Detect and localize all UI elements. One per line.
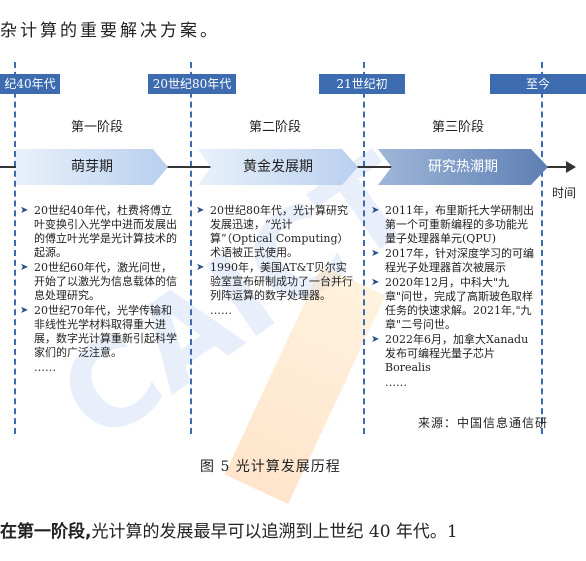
arrow-bullet-icon: ➤ [20, 305, 29, 316]
arrow-bullet-icon: ➤ [196, 262, 205, 273]
axis-arrow-icon [566, 161, 576, 173]
era-label: 纪40年代 [0, 74, 60, 94]
arrow-bullet-icon: ➤ [371, 334, 380, 345]
list-item: ➤20世纪60年代，激光问世，开始了以激光为信息载体的信息处理研究。 [20, 261, 177, 302]
paragraph-lead: 在第一阶段, [0, 522, 92, 542]
phase-chevron: 黄金发展期 [198, 149, 358, 185]
era-label: 至今 [490, 74, 586, 94]
stage-title: 第一阶段 [70, 120, 123, 135]
phase-bullet-list: ➤2011年，布里斯托大学研制出第一个可重新编程的多功能光量子处理器单元(QPU… [371, 204, 535, 391]
list-item: ➤20世纪80年代，光计算研究发展迅速，“光计算”（Optical Comput… [196, 204, 349, 259]
era-guide-line [190, 62, 192, 434]
list-item: ➤20世纪40年代，杜费将傅立叶变换引入光学中进而发展出的傅立叶光学是光计算技术… [20, 204, 177, 259]
paragraph-text: 光计算的发展最早可以追溯到上世纪 40 年代。1 [91, 522, 458, 542]
stage-title: 第三阶段 [431, 120, 484, 135]
arrow-bullet-icon: ➤ [20, 205, 29, 216]
list-item: ➤2022年6月，加拿大Xanadu发布可编程光量子芯片Borealis [371, 333, 529, 374]
era-guide-line [14, 62, 16, 434]
phase-label: 研究热潮期 [428, 159, 498, 175]
intro-text: 杂计算的重要解决方案。 [0, 21, 220, 41]
phase-label: 黄金发展期 [243, 159, 313, 175]
era-label: 20世纪80年代 [148, 74, 236, 94]
list-item: ➤20世纪70年代，光学传输和非线性光学材料取得重大进展，数字光计算重新引起科学… [20, 304, 177, 359]
phase-chevron: 萌芽期 [16, 149, 168, 185]
body-paragraph: 在第一阶段,光计算的发展最早可以追溯到上世纪 40 年代。1 [0, 517, 458, 542]
ellipsis: …… [210, 304, 232, 317]
arrow-bullet-icon: ➤ [196, 205, 205, 216]
list-item: ➤1990年，美国AT&T贝尔实验室宣布研制成功了一台并行列阵运算的数字处理器。 [196, 261, 353, 302]
arrow-bullet-icon: ➤ [371, 248, 380, 259]
era-label: 21世纪初 [319, 74, 405, 94]
arrow-bullet-icon: ➤ [371, 205, 380, 216]
arrow-bullet-icon: ➤ [20, 262, 29, 273]
era-guide-line [363, 62, 365, 434]
phase-bullet-list: ➤20世纪40年代，杜费将傅立叶变换引入光学中进而发展出的傅立叶光学是光计算技术… [20, 204, 178, 376]
list-item: ➤2011年，布里斯托大学研制出第一个可重新编程的多功能光量子处理器单元(QPU… [371, 204, 534, 245]
arrow-bullet-icon: ➤ [371, 277, 380, 288]
ellipsis: …… [385, 376, 407, 389]
figure-source: 来源：中国信息通信研 [418, 416, 549, 430]
figure-caption: 图 5 光计算发展历程 [200, 459, 341, 475]
axis-label: 时间 [552, 186, 577, 200]
list-item: ➤2017年，针对深度学习的可编程光子处理器首次被展示 [371, 247, 534, 274]
stage-title: 第二阶段 [248, 120, 301, 135]
phase-label: 萌芽期 [71, 159, 113, 175]
list-item: ➤2020年12月，中科大"九章"问世，完成了高斯玻色取样任务的快速求解。202… [371, 276, 534, 331]
phase-chevron: 研究热潮期 [378, 149, 548, 185]
ellipsis: …… [34, 361, 56, 374]
phase-bullet-list: ➤20世纪80年代，光计算研究发展迅速，“光计算”（Optical Comput… [196, 204, 354, 319]
era-guide-line [541, 62, 543, 434]
